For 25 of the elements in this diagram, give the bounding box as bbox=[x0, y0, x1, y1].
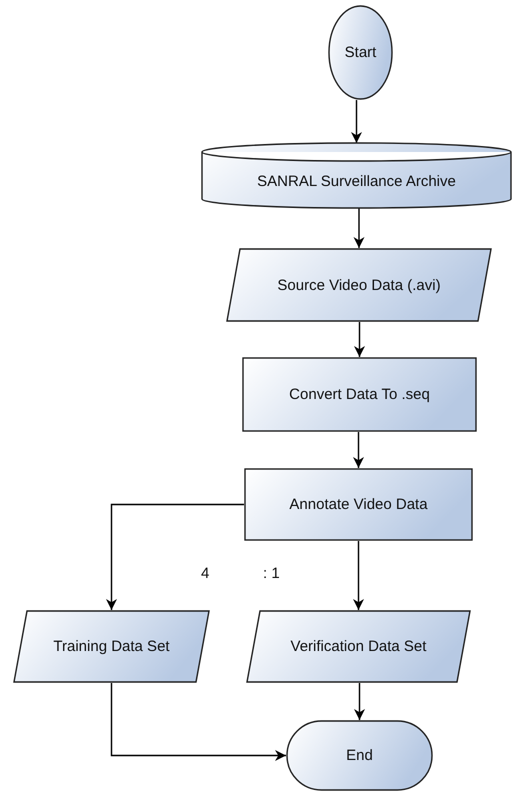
node-label: End bbox=[346, 747, 373, 764]
node-label: Training Data Set bbox=[53, 638, 170, 655]
arrow bbox=[353, 432, 364, 468]
ratio-label: : 1 bbox=[263, 565, 280, 582]
start-terminator bbox=[328, 5, 393, 100]
data-parallelogram bbox=[246, 610, 471, 683]
node-label: Verification Data Set bbox=[290, 638, 426, 655]
process-box bbox=[244, 468, 473, 541]
node-label: Annotate Video Data bbox=[289, 496, 428, 513]
node-label: Source Video Data (.avi) bbox=[277, 276, 441, 294]
arrow bbox=[354, 208, 364, 248]
arrow bbox=[110, 683, 286, 761]
arrow bbox=[353, 541, 364, 610]
node-label: SANRAL Surveillance Archive bbox=[257, 173, 456, 190]
arrow bbox=[351, 100, 362, 143]
node-label: Convert Data To .seq bbox=[289, 386, 430, 403]
data-parallelogram bbox=[226, 248, 492, 322]
data-parallelogram bbox=[13, 610, 210, 683]
process-box bbox=[242, 357, 477, 432]
ratio-label: 4 bbox=[201, 565, 210, 582]
arrow bbox=[106, 504, 244, 610]
arrow bbox=[354, 683, 365, 720]
arrow bbox=[354, 322, 365, 357]
node-label: Start bbox=[344, 44, 376, 61]
database-cylinder bbox=[201, 143, 512, 208]
